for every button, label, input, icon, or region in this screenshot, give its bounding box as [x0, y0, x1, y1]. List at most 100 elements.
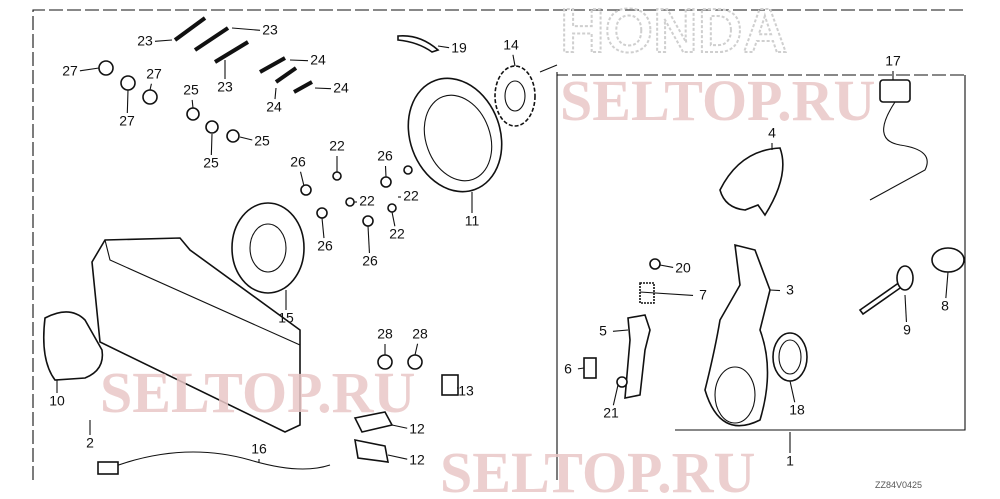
- callout-17: 17: [885, 53, 901, 69]
- leader-lines: [56, 27, 949, 462]
- callout-5: 5: [599, 323, 607, 339]
- collar-part-8: [931, 247, 965, 273]
- callout-22: 22: [403, 188, 419, 204]
- callout-14: 14: [503, 37, 519, 53]
- callout-8: 8: [941, 298, 949, 314]
- callout-25: 25: [203, 155, 219, 171]
- wire-harness-16: [104, 451, 331, 471]
- leader-line-26: [384, 165, 387, 178]
- callout-9: 9: [903, 322, 911, 338]
- callout-23: 23: [217, 79, 233, 95]
- callout-12: 12: [409, 421, 425, 437]
- cover-part-4: [719, 147, 784, 217]
- leader-line-23: [154, 39, 173, 42]
- housing-part: [91, 237, 301, 433]
- cover-part-10: [42, 311, 104, 381]
- plate-part-15: [231, 202, 305, 294]
- callout-23: 23: [262, 22, 278, 38]
- callout-13: 13: [458, 383, 474, 399]
- leader-line-5: [612, 329, 629, 332]
- leader-line-21: [612, 384, 619, 406]
- leader-line-20: [659, 264, 674, 268]
- leader-line-22: [391, 211, 396, 227]
- callout-labels: 1234567891011121213141516171819202122222…: [49, 22, 949, 469]
- callout-27: 27: [146, 66, 162, 82]
- leader-line-27: [149, 83, 152, 91]
- callout-24: 24: [310, 52, 326, 68]
- parts: [42, 16, 965, 475]
- callout-26: 26: [317, 238, 333, 254]
- callout-18: 18: [789, 402, 805, 418]
- callout-26: 26: [377, 148, 393, 164]
- callout-22: 22: [359, 193, 375, 209]
- leader-line-24: [289, 59, 309, 62]
- gear-part-14: [494, 65, 536, 127]
- leader-line-3: [769, 289, 781, 292]
- leader-line-23: [231, 27, 261, 31]
- leader-line-7: [639, 291, 694, 296]
- callout-25: 25: [254, 133, 270, 149]
- callout-26: 26: [290, 154, 306, 170]
- lever-part-3: [704, 243, 771, 427]
- leader-line-9: [904, 294, 907, 323]
- leader-line-26: [367, 225, 370, 254]
- diagram-code: ZZ84V0425: [875, 480, 922, 490]
- callout-26: 26: [362, 253, 378, 269]
- callout-25: 25: [183, 82, 199, 98]
- callout-20: 20: [675, 260, 691, 276]
- leader-line-26: [299, 171, 305, 187]
- callout-28: 28: [412, 326, 428, 342]
- callout-22: 22: [389, 226, 405, 242]
- leader-line-6: [577, 367, 585, 370]
- leader-line-19: [437, 45, 450, 49]
- honda-watermark: HONDA: [560, 0, 787, 66]
- watermarks: HONDA SELTOP.RU SELTOP.RU SELTOP.RU: [100, 0, 875, 499]
- callout-27: 27: [119, 113, 135, 129]
- callout-12: 12: [409, 452, 425, 468]
- callout-27: 27: [62, 63, 78, 79]
- assembly-box-lines: [539, 64, 966, 480]
- arm-part-5: [624, 314, 651, 399]
- switch-part-17: [879, 79, 911, 103]
- callout-16: 16: [251, 441, 267, 457]
- watermark-1: SELTOP.RU: [560, 68, 875, 133]
- leader-line-14: [512, 54, 516, 67]
- leader-line-12: [391, 424, 408, 429]
- callout-10: 10: [49, 393, 65, 409]
- leader-line-24: [274, 87, 277, 100]
- callout-4: 4: [768, 125, 776, 141]
- callout-28: 28: [377, 326, 393, 342]
- shaft-part-9: [858, 280, 905, 316]
- leader-line-12: [387, 454, 408, 460]
- fasteners: [98, 16, 661, 388]
- callout-24: 24: [333, 80, 349, 96]
- callout-1: 1: [786, 453, 794, 469]
- leader-line-24: [314, 87, 332, 90]
- watermark-2: SELTOP.RU: [440, 440, 755, 499]
- callout-21: 21: [603, 405, 619, 421]
- callout-7: 7: [699, 287, 707, 303]
- callout-22: 22: [329, 138, 345, 154]
- callout-19: 19: [451, 40, 467, 56]
- watermark-3: SELTOP.RU: [100, 360, 415, 425]
- clip-part-13: [441, 374, 459, 396]
- callout-11: 11: [465, 213, 480, 229]
- ring-part-11: [407, 77, 503, 193]
- callout-24: 24: [266, 99, 282, 115]
- leader-line-8: [945, 271, 949, 299]
- leader-line-27: [126, 89, 129, 114]
- callout-2: 2: [86, 435, 94, 451]
- bracket-part-12b: [354, 438, 389, 463]
- leader-line-25: [210, 133, 213, 156]
- strip-part-19: [397, 34, 440, 53]
- wire-harness-17: [869, 101, 928, 201]
- leader-line-26: [321, 217, 325, 239]
- leader-line-18: [789, 380, 796, 403]
- leader-line-27: [79, 67, 100, 72]
- callout-3: 3: [786, 282, 794, 298]
- callout-15: 15: [278, 310, 294, 326]
- callout-23: 23: [137, 33, 153, 49]
- leader-line-25: [239, 136, 253, 141]
